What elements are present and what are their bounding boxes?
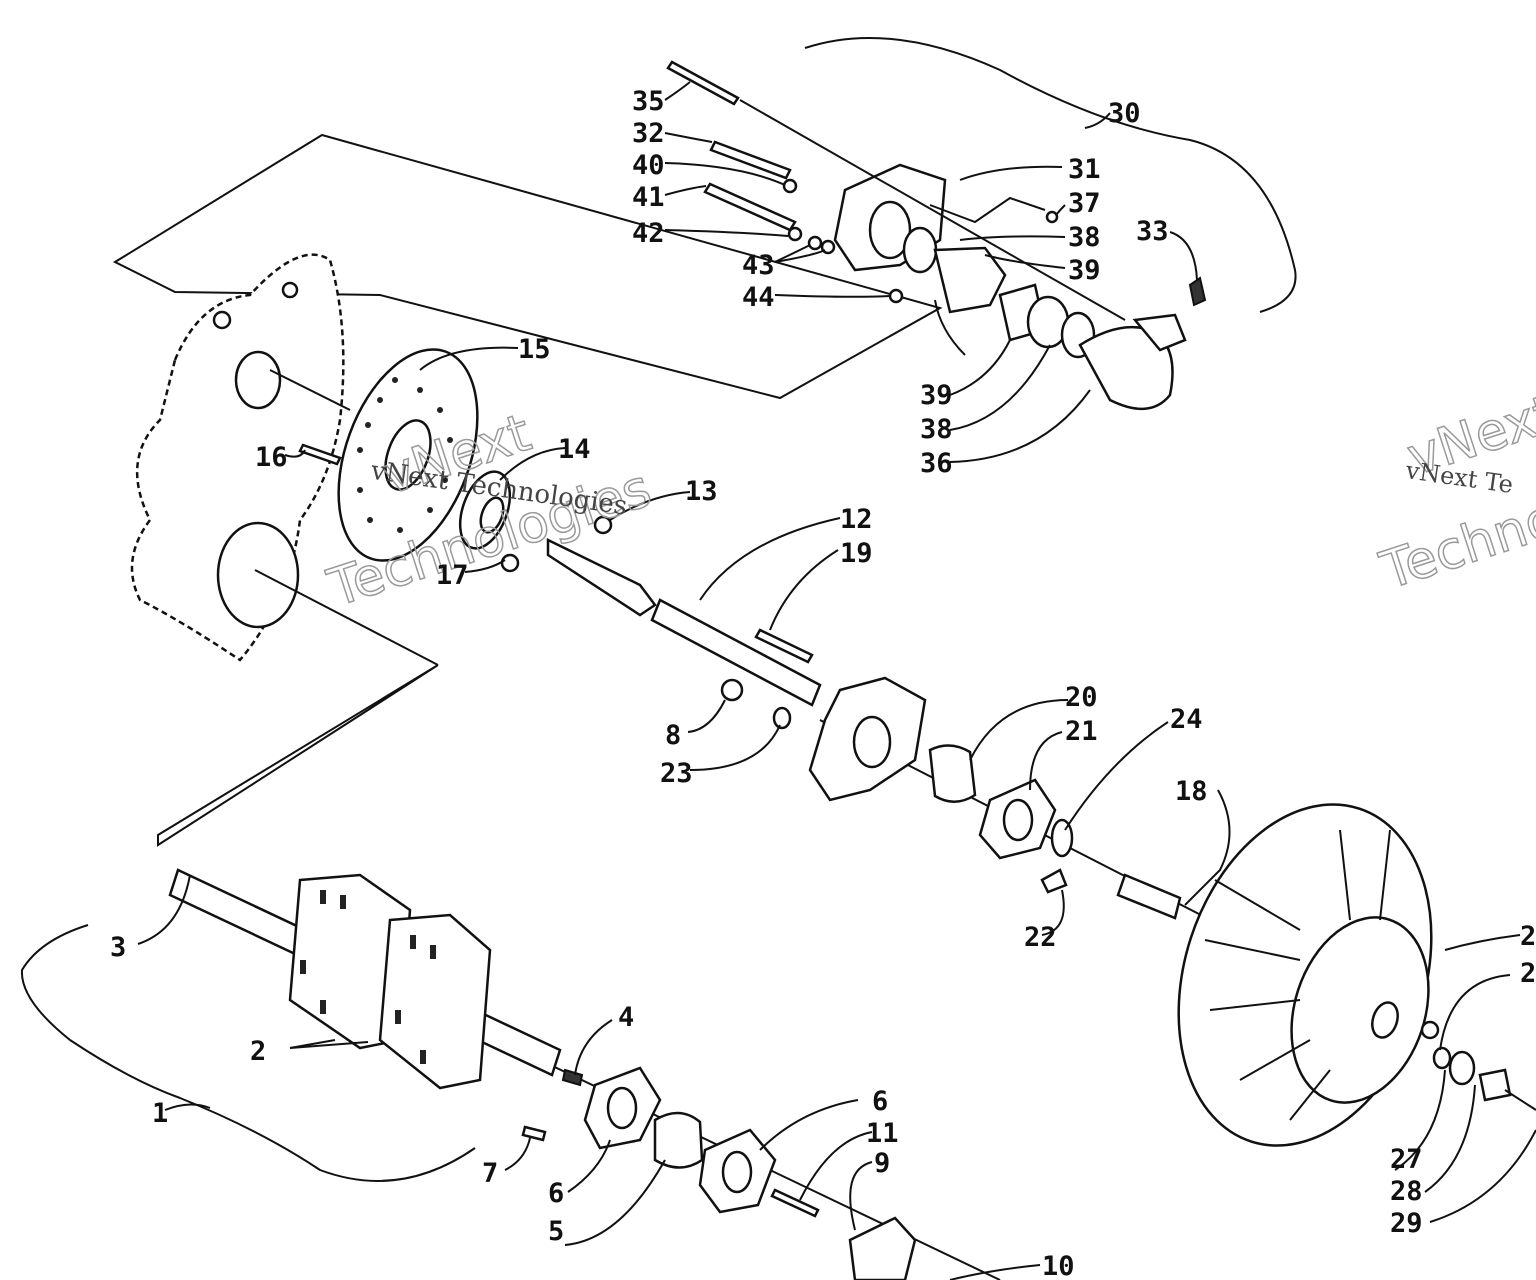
part-16-bolt	[298, 443, 342, 466]
callout-7: 7	[482, 1158, 498, 1189]
drive-shaft-assembly	[168, 868, 562, 1090]
callout-8: 8	[665, 720, 681, 751]
callout-29: 29	[1390, 1208, 1423, 1239]
part-29-cap	[1478, 1068, 1512, 1102]
callout-21: 21	[1065, 716, 1098, 747]
leader-lines	[137, 81, 1536, 1280]
callout-23: 23	[660, 758, 693, 789]
callout-28: 28	[1390, 1176, 1423, 1207]
callout-26: 26	[1520, 958, 1536, 989]
callout-38a: 38	[1068, 222, 1101, 253]
callout-40: 40	[632, 150, 665, 181]
callout-13: 13	[685, 476, 718, 507]
brake-caliper-assembly	[666, 60, 1207, 411]
brake-disc	[337, 348, 479, 562]
callout-32: 32	[632, 118, 665, 149]
callout-43: 43	[742, 250, 775, 281]
callout-31: 31	[1068, 154, 1101, 185]
callout-44: 44	[742, 282, 775, 313]
callout-38b: 38	[920, 414, 953, 445]
callout-4: 4	[618, 1002, 634, 1033]
watermark-right-line2: Techno	[1373, 488, 1536, 601]
gearcase-housing	[130, 253, 345, 662]
watermark-right-small: vNext Te	[1403, 456, 1515, 499]
callout-14: 14	[558, 434, 591, 465]
part-28-washer	[1448, 1050, 1476, 1086]
caliper-axis	[739, 99, 1126, 321]
callout-20: 20	[1065, 682, 1098, 713]
watermark-right-small-group: vNext Te	[1403, 456, 1515, 499]
callout-24: 24	[1170, 704, 1203, 735]
driven-pulley	[1177, 803, 1433, 1147]
callout-16: 16	[255, 442, 288, 473]
brake-group-bracket	[804, 37, 1297, 313]
callout-3: 3	[110, 932, 126, 963]
spacer-18	[1116, 873, 1182, 920]
callout-25: 25	[1520, 921, 1536, 952]
callout-27: 27	[1390, 1144, 1423, 1175]
gearcase-outline	[112, 133, 943, 400]
callout-39a: 39	[1068, 255, 1101, 286]
callout-18: 18	[1175, 776, 1208, 807]
caliper-link	[929, 196, 1046, 224]
callout-41: 41	[632, 182, 665, 213]
key-19	[754, 628, 814, 664]
part-26-nut	[1420, 1020, 1440, 1040]
jackshaft-outline	[157, 664, 439, 847]
callout-6b: 6	[872, 1086, 888, 1117]
callout-33: 33	[1136, 216, 1169, 247]
disc-hub	[458, 470, 512, 550]
part-22-screw	[1040, 868, 1068, 894]
part-23-washer	[772, 706, 792, 730]
part-9-housing	[848, 1216, 917, 1280]
callout-6a: 6	[548, 1178, 564, 1209]
callout-19: 19	[840, 538, 873, 569]
callout-12: 12	[840, 504, 873, 535]
callout-42: 42	[632, 218, 665, 249]
part-4-spring	[561, 1068, 584, 1087]
callout-5: 5	[548, 1216, 564, 1247]
callout-9: 9	[874, 1148, 890, 1179]
part-8-nut	[720, 678, 744, 702]
part-7-bolt	[521, 1125, 547, 1142]
splined-shaft	[546, 537, 657, 617]
callout-15: 15	[518, 334, 551, 365]
callout-36: 36	[920, 448, 953, 479]
callout-37: 37	[1068, 188, 1101, 219]
shaft-tube	[650, 598, 822, 707]
callout-10: 10	[1042, 1251, 1075, 1280]
callout-35: 35	[632, 86, 665, 117]
axis-upper	[269, 369, 351, 411]
part-27-washer	[1432, 1046, 1452, 1070]
callout-labels: 1 2 3 4 5 6 6 7 8 9 10 11 12 13 14 15 16…	[110, 86, 1536, 1280]
part-11-bolt	[770, 1188, 820, 1218]
callout-1: 1	[152, 1098, 168, 1129]
axis-gear	[254, 569, 439, 666]
callout-22: 22	[1024, 922, 1057, 953]
callout-17: 17	[436, 560, 469, 591]
callout-11: 11	[866, 1118, 899, 1149]
part-13-nut	[593, 515, 613, 535]
bearing-20	[928, 744, 977, 803]
ring-24	[1050, 818, 1074, 858]
driveshaft-bracket	[20, 924, 476, 1182]
callout-39b: 39	[920, 380, 953, 411]
callout-30: 30	[1108, 98, 1141, 129]
bearing-5	[653, 1111, 704, 1169]
callout-2: 2	[250, 1036, 266, 1067]
